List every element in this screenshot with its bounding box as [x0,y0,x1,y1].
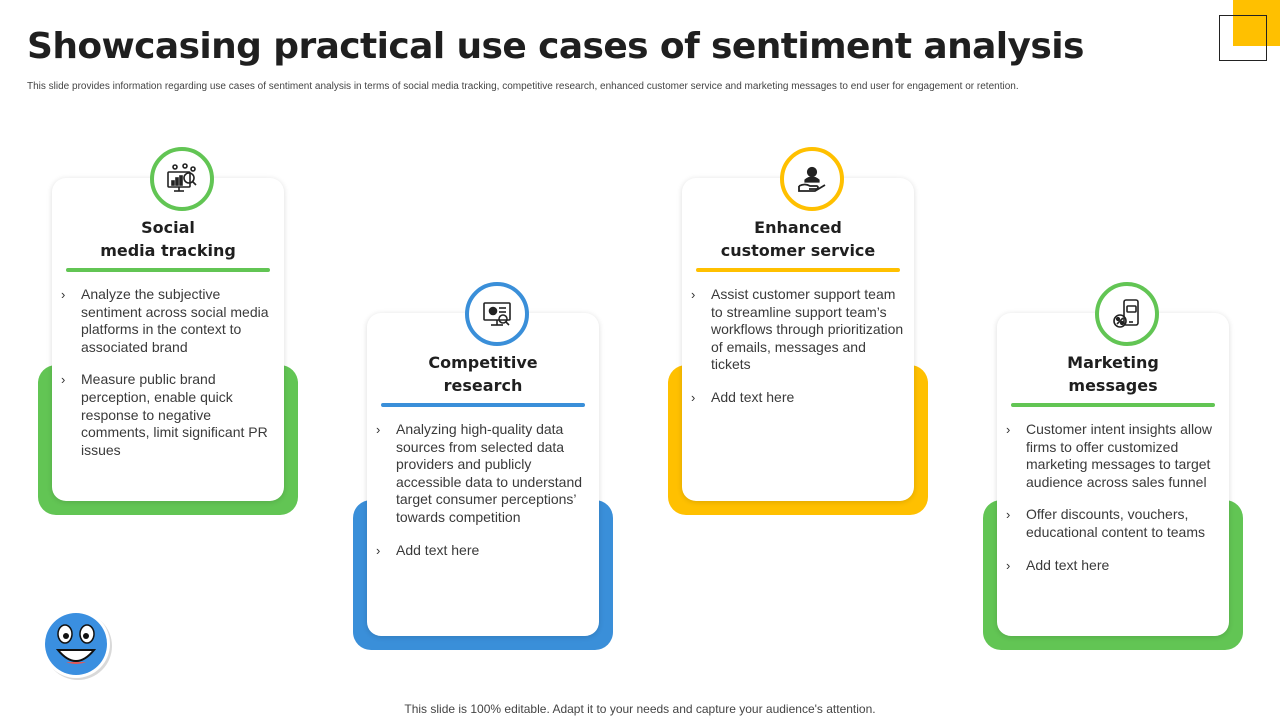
card-heading: Enhanced customer service [720,218,876,260]
card-divider [66,268,270,272]
icon-badge [780,147,844,211]
icon-badge [150,147,214,211]
card-panel: Competitive research ›Analyzing high-qua… [367,282,599,636]
card-heading: Marketing messages [1067,353,1159,395]
list-item: ›Analyze the subjective sentiment across… [61,286,269,355]
chevron-right-icon: › [1006,557,1011,573]
card-bullet-list: ›Assist customer support team to streaml… [691,286,906,422]
page-subtitle: This slide provides information regardin… [27,81,1019,92]
icon-badge [465,282,529,346]
card-panel: Enhanced customer service ›Assist custom… [682,147,914,501]
list-item: ›Measure public brand perception, enable… [61,371,268,458]
smiley-face-icon [42,610,112,680]
list-item: ›Customer intent insights allow firms to… [1006,421,1212,490]
page-title: Showcasing practical use cases of sentim… [27,26,1084,67]
icon-badge [1095,282,1159,346]
chevron-right-icon: › [691,389,696,405]
chevron-right-icon: › [1006,422,1011,437]
social-analytics-icon [167,163,197,192]
list-item: ›Assist customer support team to streaml… [691,286,904,373]
list-item: ›Add text here [691,388,795,405]
chevron-right-icon: › [691,287,696,302]
list-item: ›Analyzing high-quality data sources fro… [376,421,583,525]
card-panel: Marketing messages ›Customer intent insi… [997,282,1229,636]
footer-note: This slide is 100% editable. Adapt it to… [404,702,876,716]
card-bullet-list: ›Customer intent insights allow firms to… [1006,421,1221,589]
chevron-right-icon: › [376,542,381,558]
presentation-search-icon [483,302,511,326]
card-heading: Competitive research [428,353,538,395]
list-item: ›Offer discounts, vouchers, educational … [1006,506,1206,540]
card-bullet-list: ›Analyzing high-quality data sources fro… [376,421,591,574]
list-item: ›Add text here [376,541,480,558]
chevron-right-icon: › [61,287,66,302]
card-bullet-list: ›Analyze the subjective sentiment across… [61,286,276,474]
chevron-right-icon: › [376,422,381,437]
corner-accent-outline [1219,15,1267,61]
card-divider [696,268,900,272]
support-hand-icon [798,166,826,192]
card-divider [1011,403,1215,407]
card-panel: Social media tracking ›Analyze the subje… [52,147,284,501]
chevron-right-icon: › [1006,507,1011,523]
card-divider [381,403,585,407]
corner-accent-yellow [1233,0,1280,46]
list-item: ›Add text here [1006,556,1110,573]
mobile-message-icon [1113,299,1139,328]
card-heading: Social media tracking [100,218,236,260]
chevron-right-icon: › [61,372,66,388]
